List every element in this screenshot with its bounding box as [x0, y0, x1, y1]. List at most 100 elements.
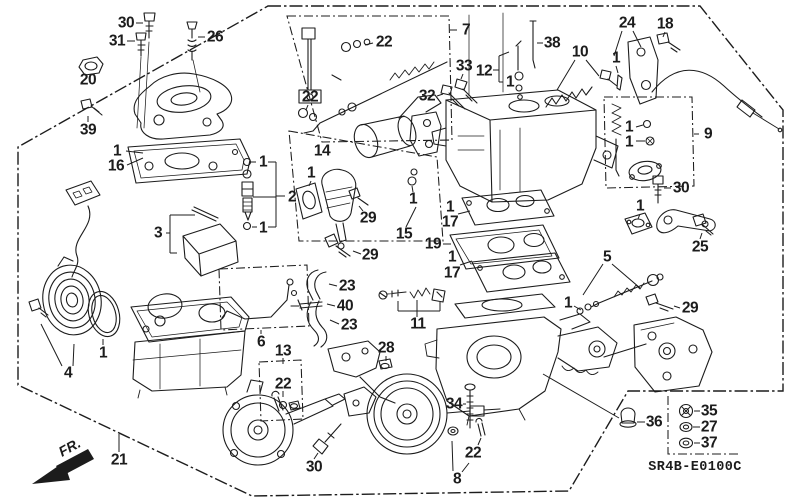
part-label-13-51: 13 [275, 343, 292, 360]
part-label-3-37: 3 [154, 225, 163, 242]
mixture-screw-set-drawing [576, 273, 664, 315]
part-label-16-6: 16 [108, 158, 125, 175]
part-label-24-16: 24 [619, 15, 636, 32]
cut-off-solenoid-drawing [295, 94, 442, 258]
part-label-23-33: 23 [339, 278, 356, 295]
part-label-5-38: 5 [603, 249, 612, 266]
part-label-30-54: 30 [306, 459, 322, 476]
leader-line-16-6 [126, 157, 144, 166]
kit-box-6 [218, 264, 310, 331]
leader-line-40-34 [326, 303, 336, 307]
part-label-1-5: 1 [113, 143, 122, 160]
diagram-code: SR4B-E0100C [648, 460, 742, 475]
gasket-insulator-stack-drawing [449, 189, 571, 293]
leader-line-32-12 [436, 93, 444, 97]
part-label-1-21: 1 [259, 220, 268, 237]
screw-icon-31 [135, 32, 147, 57]
legend-frame [667, 396, 739, 455]
carburetor-body-drawing [431, 89, 619, 203]
o-ring-icon [87, 290, 121, 338]
phillips-screw-icon-35 [678, 403, 694, 419]
part-label-1-28: 1 [446, 199, 455, 216]
part-label-22-7: 22 [376, 34, 392, 51]
pin-icon-1-top-right [616, 74, 623, 91]
part-label-29-25: 29 [362, 247, 379, 264]
needle-icon-38 [529, 20, 537, 69]
bracket-leader-lines [40, 30, 642, 473]
part-label-9-46: 9 [704, 126, 713, 143]
part-label-35-59: 35 [701, 403, 718, 420]
chamber-canister-drawing [182, 206, 239, 277]
washer-icon-8 [447, 426, 459, 436]
part-label-37-61: 37 [701, 435, 717, 452]
bolt-icon-18 [656, 32, 681, 53]
bolt-icon-4 [28, 298, 49, 318]
part-label-28-53: 28 [378, 340, 395, 357]
part-label-22-52: 22 [275, 376, 291, 393]
assembly-outline-border [17, 5, 784, 497]
part-label-22-13: 22 [302, 89, 318, 106]
float-chamber-drawing [130, 293, 250, 399]
screw-spring-set-drawing [378, 287, 446, 303]
part-label-1-48: 1 [99, 345, 108, 362]
choke-diaphragm-drawing [327, 340, 501, 455]
part-label-27-60: 27 [701, 419, 717, 436]
leader-line-1-23 [308, 180, 312, 187]
part-label-39-4: 39 [80, 122, 97, 139]
air-horn-assembly-drawing [127, 41, 251, 184]
part-label-38-14: 38 [544, 35, 561, 52]
leader-line-1-5 [125, 150, 144, 154]
hex-nut-icon-27 [679, 421, 693, 433]
part-label-31-1: 31 [109, 33, 126, 50]
bracket-plate-icon-24 [627, 36, 659, 105]
bolt-icon-30-bottom [312, 423, 342, 455]
part-label-29-40: 29 [682, 300, 699, 317]
needle-seat-icon-12 [514, 40, 524, 100]
part-label-20-3: 20 [80, 72, 96, 89]
flange-nut-icon-36 [619, 407, 637, 428]
part-label-1-19: 1 [259, 154, 268, 171]
part-label-1-44: 1 [625, 119, 634, 136]
throttle-link-kit-drawing [297, 27, 448, 134]
part-label-10-15: 10 [572, 44, 588, 61]
nut-icon-20 [78, 56, 104, 76]
throttle-cable-drawing [651, 69, 783, 133]
fuel-pump-drawing [222, 379, 346, 466]
fr-arrow-head [32, 462, 70, 484]
leader-line-25-41 [699, 232, 703, 240]
part-label-8-57: 8 [453, 471, 462, 488]
coil-assembly-drawing [42, 256, 102, 336]
leader-line-22-7 [364, 42, 374, 46]
leader-line-23-33 [328, 283, 338, 287]
part-label-32-12: 32 [419, 88, 435, 105]
part-label-15-26: 15 [396, 226, 413, 243]
part-label-2-20: 2 [288, 189, 296, 206]
float-valve-stack-drawing [241, 157, 254, 231]
hanger-stud-lines [468, 12, 504, 97]
part-label-1-27: 1 [409, 191, 418, 208]
leader-line-1-44 [635, 124, 644, 128]
leader-line-22-13 [305, 104, 309, 111]
leader-line-29-24 [358, 205, 364, 212]
spring-icon-10 [545, 69, 618, 108]
cotter-pin-icon-22 [475, 417, 486, 437]
wire-connector-drawing [65, 180, 101, 278]
part-label-12-10: 12 [476, 63, 492, 80]
part-label-30-42: 30 [673, 180, 689, 197]
bolt-icon-30-top [143, 12, 156, 39]
part-label-1-39: 1 [564, 295, 573, 312]
kit-box-7 [286, 15, 453, 143]
part-label-19-30: 19 [425, 236, 442, 253]
kit-box-14 [288, 130, 444, 242]
part-label-21-49: 21 [111, 452, 128, 469]
part-label-34-55: 34 [446, 396, 463, 413]
part-label-36-58: 36 [646, 414, 663, 431]
part-label-25-41: 25 [692, 239, 709, 256]
leader-line-18-17 [662, 31, 666, 38]
kit-box-9 [603, 96, 695, 189]
leader-line-1-18 [615, 65, 619, 74]
washer-icon-37 [678, 437, 694, 449]
